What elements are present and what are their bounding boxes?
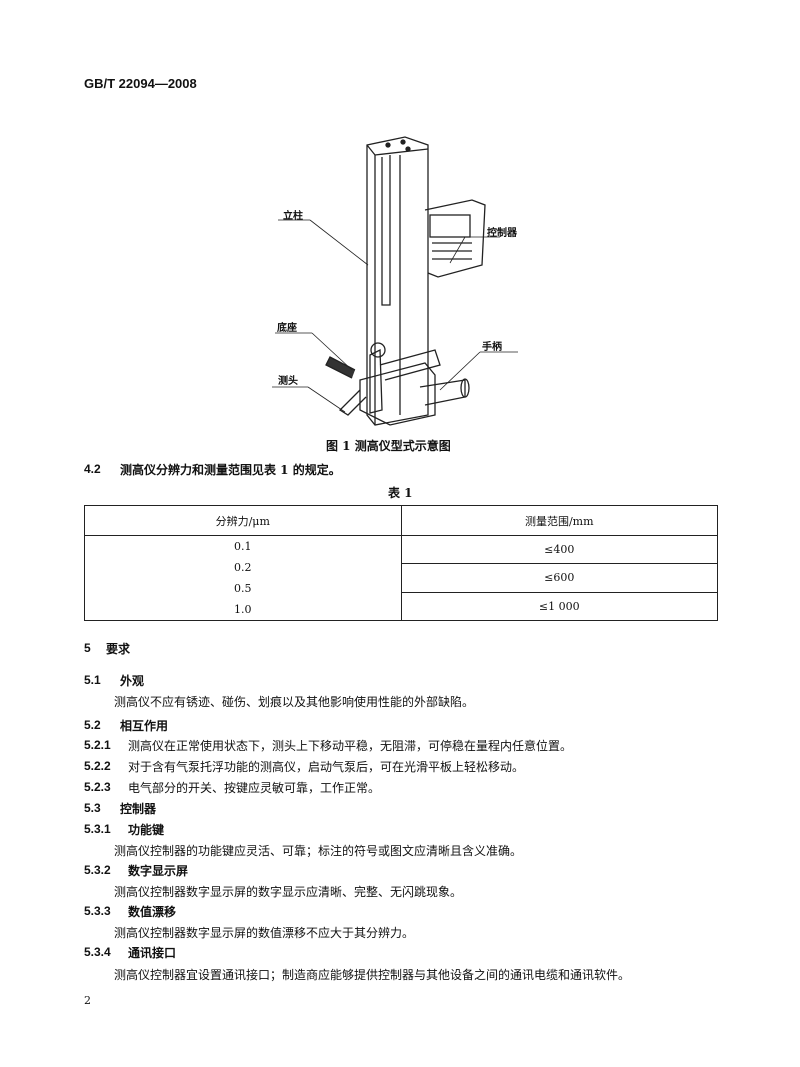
body-text: 对于含有气泵托浮功能的测高仪，启动气泵后，可在光滑平板上轻松移动。 (128, 760, 525, 774)
para-4-2-number: 4.2 (84, 462, 101, 476)
header-range: 测量范围/mm (400, 505, 718, 536)
section-number: 5.2 (84, 718, 101, 732)
body-text: 测高仪控制器数字显示屏的数值漂移不应大于其分辨力。 (114, 926, 415, 940)
body-text: 测高仪在正常使用状态下，测头上下移动平稳，无阻滞，可停稳在量程内任意位置。 (128, 739, 573, 753)
resolution-value: 1.0 (234, 603, 252, 616)
page-number: 2 (84, 994, 91, 1007)
body-text: 测高仪不应有锈迹、碰伤、划痕以及其他影响使用性能的外部缺陷。 (114, 695, 475, 709)
body-text: 测高仪控制器的功能键应灵活、可靠；标注的符号或图文应清晰且含义准确。 (114, 844, 523, 858)
height-gauge-figure (272, 136, 518, 426)
section-number: 5.1 (84, 673, 101, 687)
figure-caption: 图 1 测高仪型式示意图 (326, 439, 451, 453)
section-number: 5.3.1 (84, 822, 111, 836)
body-text: 测高仪控制器宜设置通讯接口；制造商应能够提供控制器与其他设备之间的通讯电缆和通讯… (114, 968, 631, 982)
range-value: ≤1 000 (400, 591, 718, 622)
para-4-2-text: 测高仪分辨力和测量范围见表 1 的规定。 (120, 463, 341, 477)
header-resolution: 分辨力/μm (84, 505, 402, 536)
standard-header: GB/T 22094—2008 (84, 76, 197, 91)
section-title: 通讯接口 (128, 946, 177, 960)
resolution-value: 0.2 (234, 561, 252, 574)
section-5-number: 5 (84, 641, 91, 655)
section-title: 数值漂移 (128, 905, 177, 919)
resolution-value: 0.1 (234, 540, 252, 553)
resolution-range-table: 分辨力/μm 测量范围/mm 0.1 0.2 0.5 1.0 ≤400 ≤600… (84, 505, 718, 622)
section-number: 5.2.1 (84, 738, 111, 752)
section-number: 5.3 (84, 801, 101, 815)
section-number: 5.2.2 (84, 759, 111, 773)
table-title: 表 1 (388, 486, 413, 500)
label-handle: 手柄 (482, 342, 502, 353)
section-title: 外观 (120, 674, 145, 688)
resolution-cell: 0.1 0.2 0.5 1.0 (84, 535, 402, 621)
range-value: ≤400 (400, 534, 718, 565)
section-5-title: 要求 (106, 642, 131, 656)
section-number: 5.3.2 (84, 863, 111, 877)
section-number: 5.2.3 (84, 780, 111, 794)
section-title: 相互作用 (120, 719, 169, 733)
body-text: 测高仪控制器数字显示屏的数字显示应清晰、完整、无闪跳现象。 (114, 885, 463, 899)
range-value: ≤600 (400, 563, 718, 593)
section-number: 5.3.4 (84, 945, 111, 959)
section-number: 5.3.3 (84, 904, 111, 918)
resolution-value: 0.5 (234, 582, 252, 595)
body-text: 电气部分的开关、按键应灵敏可靠，工作正常。 (128, 781, 381, 795)
label-controller: 控制器 (487, 228, 517, 239)
label-column: 立柱 (283, 211, 303, 222)
label-base: 底座 (277, 323, 297, 334)
section-title: 功能键 (128, 823, 165, 837)
section-title: 控制器 (120, 802, 157, 816)
label-probe: 测头 (278, 376, 298, 387)
section-title: 数字显示屏 (128, 864, 189, 878)
